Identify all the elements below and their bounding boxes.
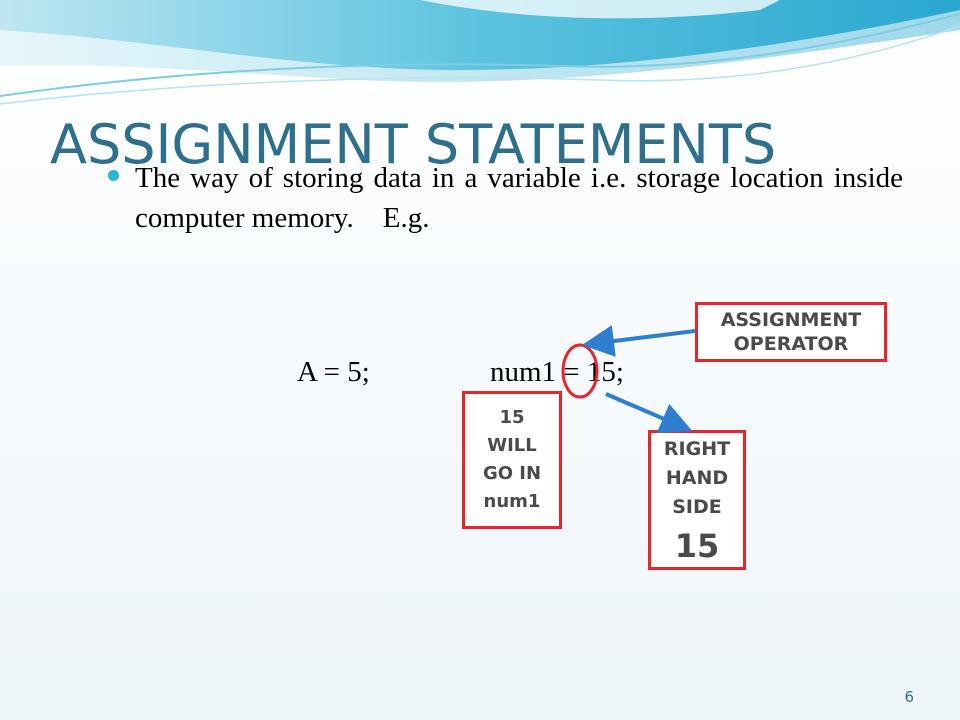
rhs-value: 15 bbox=[674, 526, 720, 565]
annotation-line: num1 bbox=[483, 491, 541, 512]
bullet-point-icon bbox=[108, 170, 119, 181]
annotation-line: RIGHT bbox=[663, 437, 731, 460]
right-hand-side-box: RIGHT HAND SIDE 15 bbox=[648, 430, 746, 570]
annotation-line: 15 bbox=[499, 407, 525, 428]
page-number: 6 bbox=[904, 688, 914, 706]
annotation-line: GO IN bbox=[482, 463, 542, 484]
rhs-arrow bbox=[605, 392, 693, 434]
operator-arrow bbox=[582, 325, 696, 357]
assignment-operator-box: ASSIGNMENT OPERATOR bbox=[695, 302, 887, 362]
annotation-line: ASSIGNMENT bbox=[720, 309, 862, 331]
annotation-line: OPERATOR bbox=[733, 333, 849, 355]
annotation-line: SIDE bbox=[672, 495, 722, 518]
value-destination-box: 15 WILL GO IN num1 bbox=[462, 391, 562, 529]
code-example-num1: num1 = 15; bbox=[490, 356, 624, 388]
code-example-a: A = 5; bbox=[297, 356, 370, 388]
header-wave-decoration bbox=[0, 0, 960, 105]
bullet-text: The way of storing data in a variable i.… bbox=[135, 162, 903, 234]
annotation-line: WILL bbox=[487, 435, 537, 456]
annotation-line: HAND bbox=[665, 466, 729, 489]
slide-title: ASSIGNMENT STATEMENTS bbox=[50, 113, 777, 176]
